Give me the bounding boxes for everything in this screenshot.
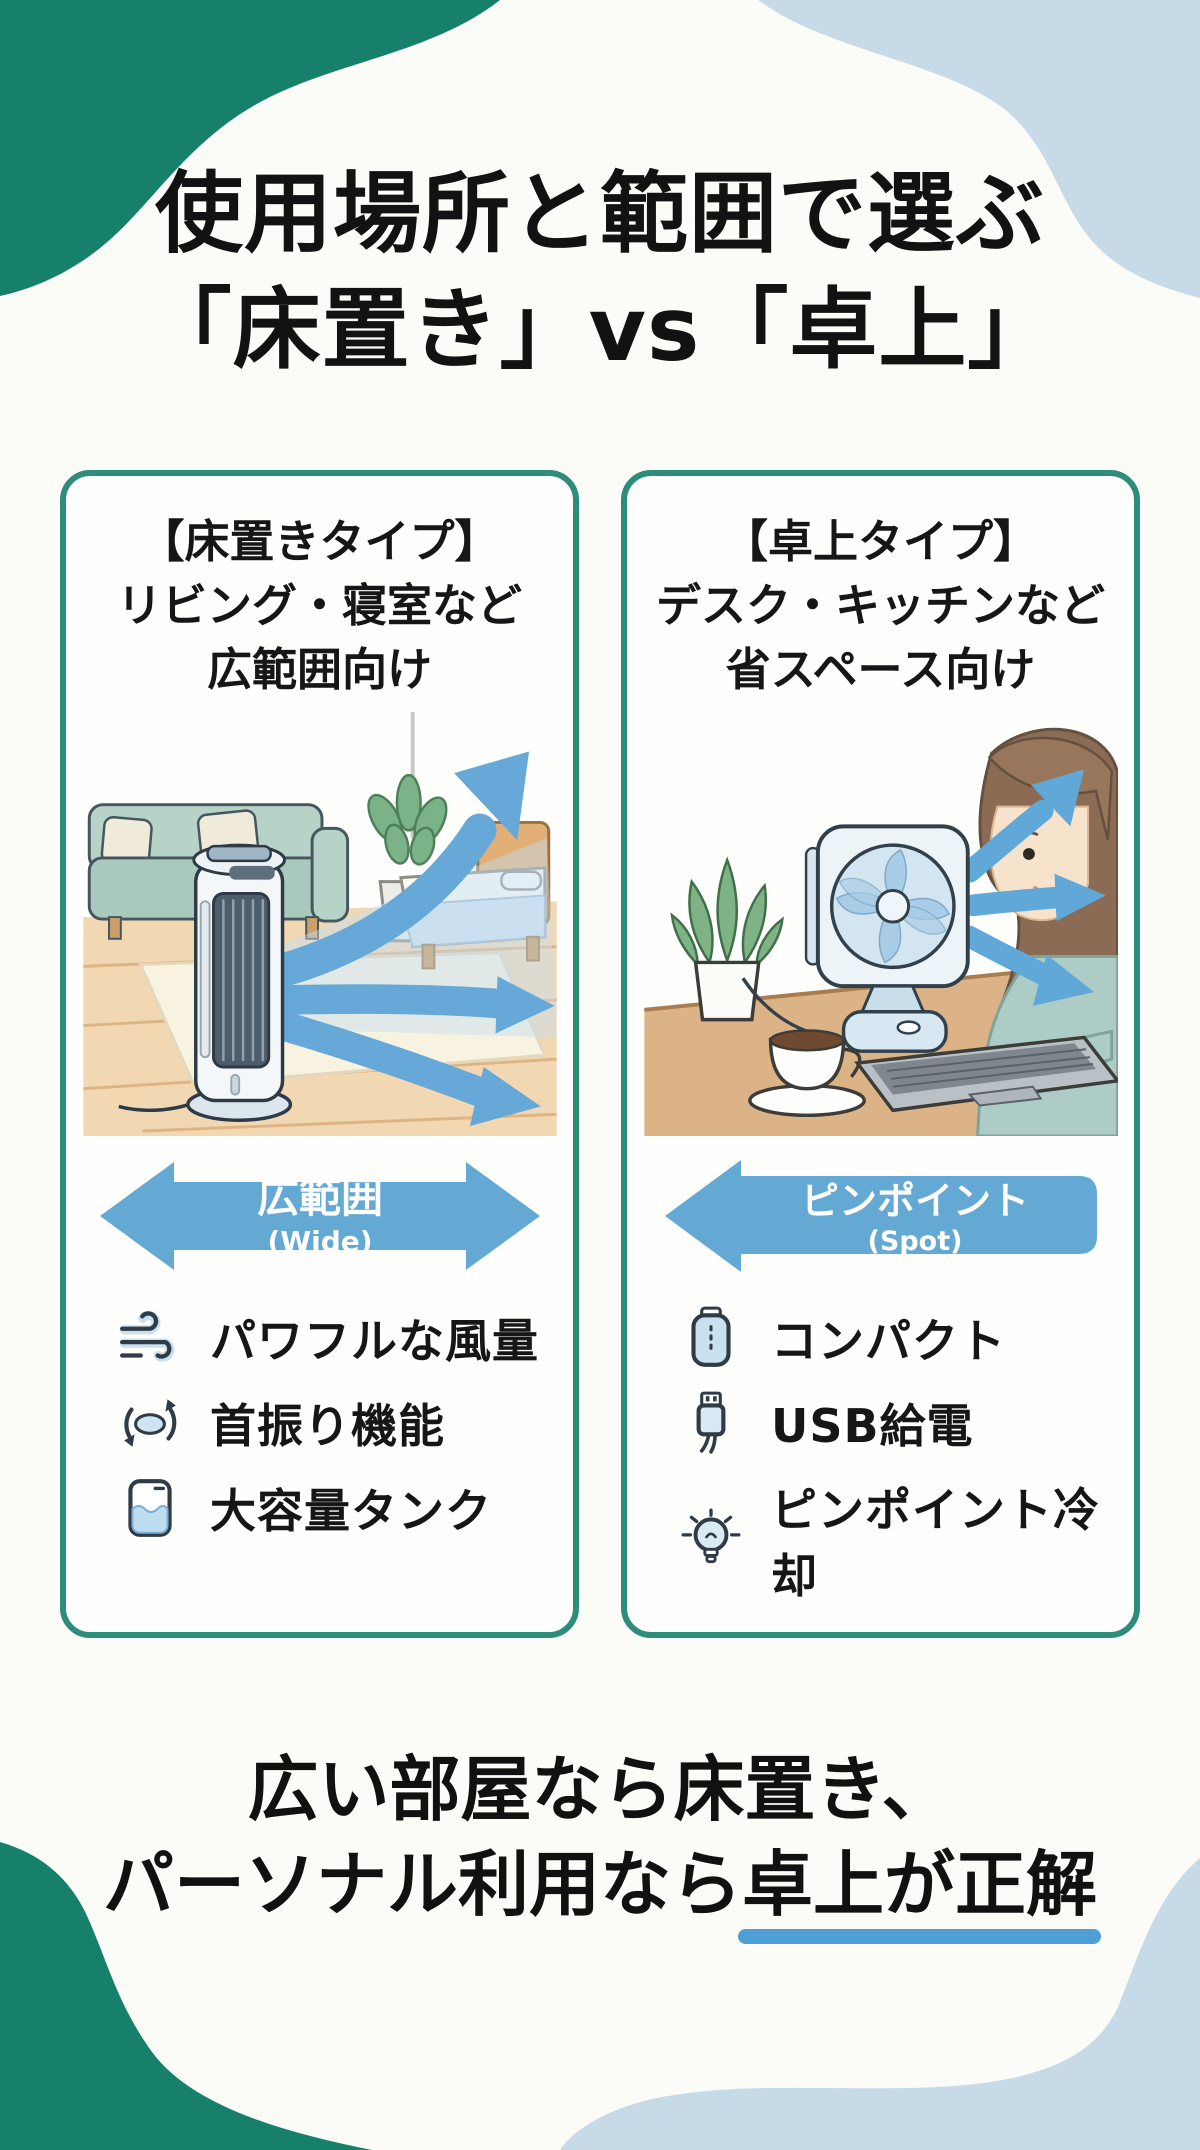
bulb-icon xyxy=(681,1508,741,1563)
usb-icon xyxy=(696,1391,726,1454)
feature-row: 首振り機能 xyxy=(116,1389,573,1457)
comparison-cards: 【床置きタイプ】 リビング・寝室など 広範囲向け xyxy=(60,470,1140,1638)
desk-plant xyxy=(669,856,784,1022)
desk-fan xyxy=(741,824,970,1053)
banner-sublabel: (Spot) xyxy=(867,1226,962,1257)
page-title-line2: 「床置き」vs「卓上」 xyxy=(143,278,1057,382)
desk-fan-illustration xyxy=(643,727,1118,1136)
bottom-left-green-blob xyxy=(0,1842,372,2150)
feature-label: コンパクト xyxy=(771,1313,1006,1368)
living-room-illustration xyxy=(82,711,557,1136)
double-arrow xyxy=(99,1161,540,1270)
top-left-green-blob xyxy=(0,0,500,296)
banner-label: 広範囲 xyxy=(256,1173,382,1222)
floor-type-card: 【床置きタイプ】 リビング・寝室など 広範囲向け xyxy=(60,470,579,1638)
feature-label: 大容量タンク xyxy=(210,1483,492,1538)
feature-row: 大容量タンク xyxy=(116,1474,573,1542)
conclusion-line2: パーソナル利用なら卓上が正解 xyxy=(0,1837,1200,1945)
feature-label: USB給電 xyxy=(771,1398,974,1453)
tower-cooler xyxy=(117,843,292,1122)
floor-card-header: 【床置きタイプ】 リビング・寝室など 広範囲向け xyxy=(116,515,522,696)
pinpoint-arrow-banner: ピンポイント (Spot) xyxy=(664,1159,1097,1272)
left-arrow xyxy=(664,1159,1097,1272)
top-right-blue-blob xyxy=(758,0,1200,298)
wind-icon xyxy=(119,1310,175,1362)
floor-feature-list: パワフルな風量 首振り機能 xyxy=(116,1304,573,1542)
water-tank-icon xyxy=(128,1478,172,1537)
desktop-type-card: 【卓上タイプ】 デスク・キッチンなど 省スペース向け xyxy=(621,470,1140,1638)
conclusion-line1: 広い部屋なら床置き、 xyxy=(247,1748,953,1831)
airflow-arrows xyxy=(958,768,1106,1006)
conclusion-highlight-underlined: 卓上が正解 xyxy=(737,1837,1102,1945)
feature-row: USB給電 xyxy=(677,1389,1134,1457)
feature-label: パワフルな風量 xyxy=(210,1313,539,1368)
conclusion-text: 広い部屋なら床置き、 パーソナル利用なら卓上が正解 xyxy=(0,1742,1200,1945)
coffee-cup xyxy=(747,1028,866,1117)
oscillation-icon xyxy=(124,1398,177,1447)
feature-label: ピンポイント冷却 xyxy=(771,1482,1100,1603)
laptop xyxy=(853,1035,1118,1112)
page-title-line1: 使用場所と範囲で選ぶ xyxy=(154,162,1045,265)
eye xyxy=(1022,847,1035,860)
banner-label: ピンポイント xyxy=(800,1179,1028,1223)
feature-row: ピンポイント冷却 xyxy=(677,1474,1134,1606)
conclusion-line2-prefix: パーソナル利用なら xyxy=(102,1843,742,1927)
feature-row: コンパクト xyxy=(677,1304,1134,1372)
compact-icon xyxy=(691,1306,731,1367)
page-title: 使用場所と範囲で選ぶ「床置き」vs「卓上」 xyxy=(0,156,1200,388)
desktop-card-header: 【卓上タイプ】 デスク・キッチンなど 省スペース向け xyxy=(655,515,1106,696)
banner-sublabel: (Wide) xyxy=(267,1225,372,1258)
bed xyxy=(398,820,550,970)
feature-label: 首振り機能 xyxy=(210,1398,445,1453)
desktop-feature-list: コンパクト USB給電 xyxy=(677,1304,1134,1606)
feature-row: パワフルな風量 xyxy=(116,1304,573,1372)
bottom-right-blue-blob xyxy=(560,1858,1200,2150)
wide-range-arrow-banner: 広範囲 (Wide) xyxy=(99,1161,540,1270)
